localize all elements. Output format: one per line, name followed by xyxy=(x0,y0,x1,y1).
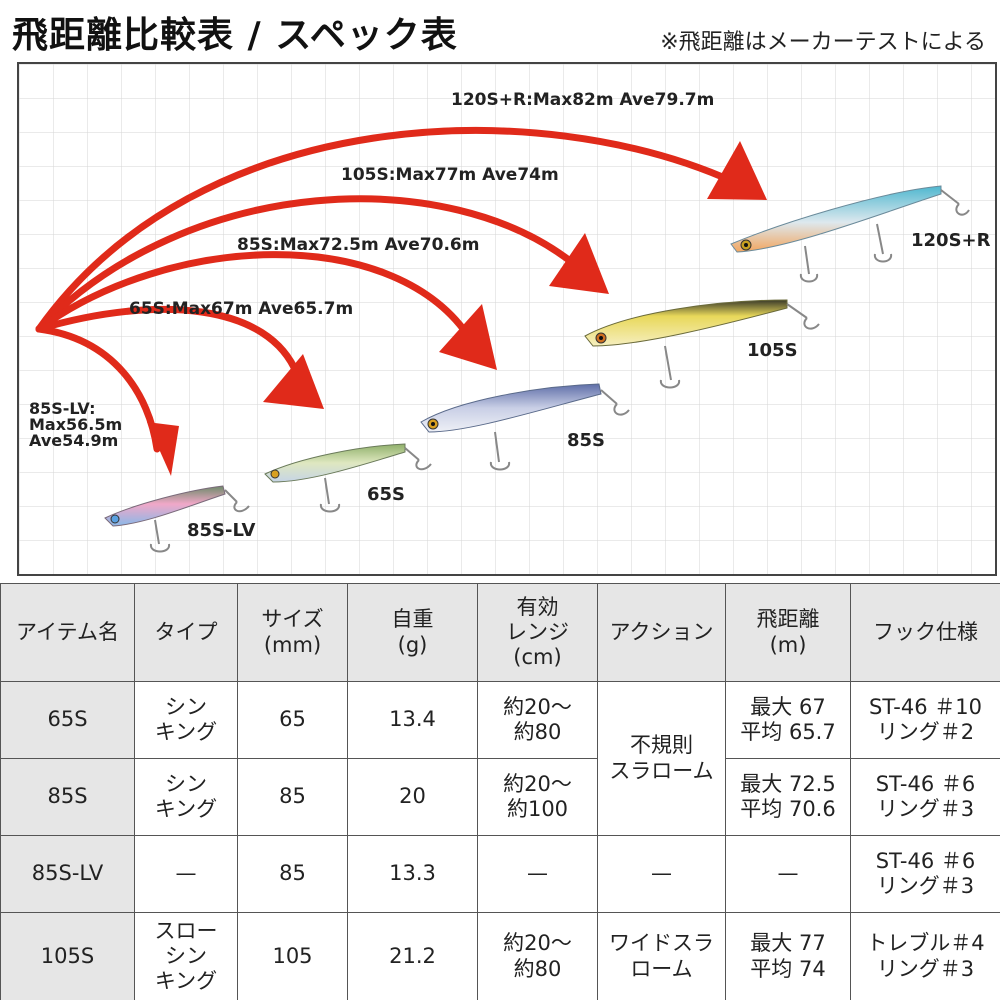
label-120s-r: 120S+R:Max82m Ave79.7m xyxy=(451,90,714,110)
header-type: タイプ xyxy=(134,583,238,682)
header-hook: フック仕様 xyxy=(850,583,1000,682)
arrowhead-105s xyxy=(549,233,609,294)
chart-grid xyxy=(19,64,995,574)
arrow-85s xyxy=(35,251,471,338)
header-weight: 自重 (g) xyxy=(347,583,478,682)
fishing-lure-icon xyxy=(730,185,970,283)
label-85s-lv-line2: Max56.5m xyxy=(29,415,122,434)
cell-item-name: 85S xyxy=(0,758,135,836)
cell-action-shared: 不規則 スラローム xyxy=(597,681,726,836)
cell-distance: 最大 72.5 平均 70.6 xyxy=(725,758,851,836)
cell-type: — xyxy=(134,835,238,913)
header-item-name: アイテム名 xyxy=(0,583,135,682)
cell-weight: 21.2 xyxy=(347,912,478,1000)
arrowhead-85s xyxy=(439,304,497,370)
cell-size: 105 xyxy=(237,912,348,1000)
arrowhead-120s-r xyxy=(707,141,767,200)
label-65s: 65S:Max67m Ave65.7m xyxy=(129,299,353,319)
fishing-lure-icon xyxy=(420,383,630,471)
cell-hook: ST-46 ＃10 リング＃2 xyxy=(850,681,1000,759)
cell-hook: ST-46 ＃6 リング＃3 xyxy=(850,758,1000,836)
cell-weight: 20 xyxy=(347,758,478,836)
header-action: アクション xyxy=(597,583,726,682)
table-row: 65S シン キング 65 13.4 約20〜 約80 不規則 スラローム 最大… xyxy=(0,681,1000,836)
arrowhead-65s xyxy=(263,354,324,409)
lure-label-105s: 105S xyxy=(747,340,798,361)
cell-type: シン キング xyxy=(134,758,238,836)
cell-hook: ST-46 ＃6 リング＃3 xyxy=(850,835,1000,913)
cell-range: 約20〜 約100 xyxy=(477,758,598,836)
cell-item-name: 105S xyxy=(0,912,135,1000)
distance-note: ※飛距離はメーカーテストによる xyxy=(660,30,986,55)
chart-canvas: 120S+R:Max82m Ave79.7m 105S:Max77m Ave74… xyxy=(19,64,995,574)
header-size: サイズ (mm) xyxy=(237,583,348,682)
fishing-lure-icon xyxy=(104,485,250,553)
cell-action: ワイドスラ ローム xyxy=(597,912,726,1000)
lure-label-85s: 85S xyxy=(567,430,605,451)
arrow-105s xyxy=(35,195,578,333)
spec-table: アイテム名 タイプ サイズ (mm) 自重 (g) 有効 レンジ (cm) アク… xyxy=(0,583,1000,1000)
header-distance: 飛距離 (m) xyxy=(725,583,851,682)
cell-action: — xyxy=(597,835,726,913)
arrow-65s xyxy=(35,305,301,378)
cell-size: 65 xyxy=(237,681,348,759)
cell-range: — xyxy=(477,835,598,913)
distance-comparison-chart: 120S+R:Max82m Ave79.7m 105S:Max77m Ave74… xyxy=(17,62,997,576)
table-row: 85S-LV — 85 13.3 — — — ST-46 ＃6 リング＃3 xyxy=(0,835,1000,913)
cell-distance: 最大 77 平均 74 xyxy=(725,912,851,1000)
fishing-lure-icon xyxy=(264,443,432,513)
cell-range: 約20〜 約80 xyxy=(477,912,598,1000)
cell-item-name: 65S xyxy=(0,681,135,759)
cell-weight: 13.4 xyxy=(347,681,478,759)
lure-label-85s-lv: 85S-LV xyxy=(187,520,255,541)
cell-hook: トレブル＃4 リング＃3 xyxy=(850,912,1000,1000)
header: 飛距離比較表 / スペック表 ※飛距離はメーカーテストによる xyxy=(0,0,1000,60)
arrowhead-85s-lv xyxy=(147,422,179,476)
fishing-lure-icon xyxy=(584,299,820,389)
cell-type: スロー シン キング xyxy=(134,912,238,1000)
cell-distance: 最大 67 平均 65.7 xyxy=(725,681,851,759)
distance-arrows xyxy=(35,127,738,453)
label-85s: 85S:Max72.5m Ave70.6m xyxy=(237,235,479,255)
cell-weight: 13.3 xyxy=(347,835,478,913)
table-header-row: アイテム名 タイプ サイズ (mm) 自重 (g) 有効 レンジ (cm) アク… xyxy=(0,583,1000,682)
cell-distance: — xyxy=(725,835,851,913)
label-105s: 105S:Max77m Ave74m xyxy=(341,165,559,185)
header-range: 有効 レンジ (cm) xyxy=(477,583,598,682)
table-row: 85S シン キング 85 20 約20〜 約100 最大 72.5 平均 70… xyxy=(0,758,1000,836)
cell-type: シン キング xyxy=(134,681,238,759)
cell-size: 85 xyxy=(237,835,348,913)
lure-label-65s: 65S xyxy=(367,484,405,505)
label-85s-lv-line3: Ave54.9m xyxy=(29,431,118,450)
cell-item-name: 85S-LV xyxy=(0,835,135,913)
cell-range: 約20〜 約80 xyxy=(477,681,598,759)
cell-size: 85 xyxy=(237,758,348,836)
arrow-120s-r xyxy=(35,127,738,333)
page-title: 飛距離比較表 / スペック表 xyxy=(12,15,458,56)
arrow-heads xyxy=(147,141,767,476)
lure-label-120s-r: 120S+R xyxy=(911,230,991,251)
table-row: 105S スロー シン キング 105 21.2 約20〜 約80 ワイドスラ … xyxy=(0,912,1000,1000)
label-85s-lv-line1: 85S-LV: xyxy=(29,399,95,418)
